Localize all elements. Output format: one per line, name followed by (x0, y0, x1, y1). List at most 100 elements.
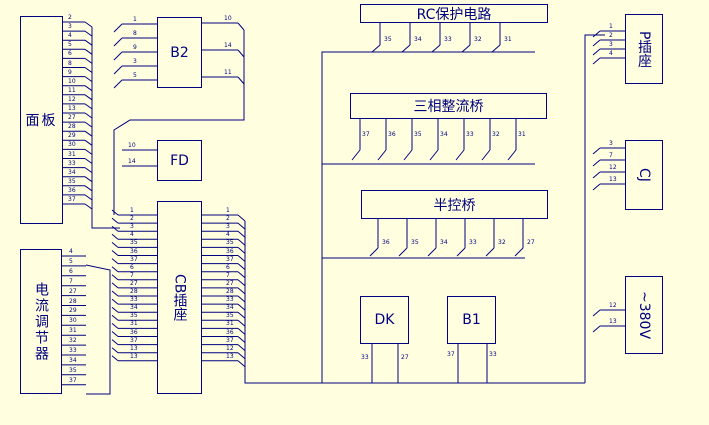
b1-pin: 37 (447, 351, 455, 358)
b2-left-pin: 5 (133, 72, 137, 79)
v380-pin: 12 (609, 302, 617, 309)
p-socket-pin: 4 (609, 50, 613, 57)
wire (111, 266, 119, 273)
cb-right-pin: 33 (226, 296, 234, 304)
wire (84, 194, 93, 201)
wire (401, 44, 411, 53)
cb-left-pin: 37 (130, 336, 138, 344)
cb-right-pin: 2 (226, 215, 230, 223)
wire (371, 44, 381, 53)
cb-right-pin: 35 (226, 239, 234, 247)
regulator-pin: 30 (69, 317, 77, 325)
panel-pin: 5 (68, 41, 72, 49)
panel-pin: 29 (68, 132, 76, 140)
wire (237, 214, 246, 222)
rectifier-pin: 33 (466, 131, 474, 138)
wire (84, 48, 93, 55)
regulator-pin: 34 (69, 356, 77, 364)
wire (84, 30, 93, 37)
wire (592, 183, 601, 191)
cb-right-pin: 27 (226, 279, 234, 287)
wiring (62, 21, 625, 395)
regulator-pin: 7 (69, 277, 73, 285)
regulator-pin: 29 (69, 307, 77, 315)
rc-pin: 32 (474, 36, 482, 43)
wire (237, 279, 246, 287)
cb-left-pin: 34 (130, 304, 138, 312)
cj-box: CJ (625, 140, 663, 210)
panel-pin: 9 (68, 68, 72, 76)
cb-right-pin: 1 (226, 207, 230, 214)
half-controlled-bridge-box: 半控桥 (361, 190, 548, 219)
cb-right-pin: 7 (226, 271, 230, 279)
wire (237, 22, 245, 31)
wire (84, 103, 93, 110)
wire (84, 57, 93, 64)
panel-pin: 8 (68, 59, 72, 67)
wire (237, 344, 246, 351)
regulator-pin: 35 (69, 366, 77, 374)
cb-socket-box: CB插座 (157, 201, 202, 394)
p-socket-pin: 2 (609, 32, 613, 39)
rc-pin: 34 (414, 36, 422, 43)
wire (111, 217, 119, 224)
wire (84, 67, 93, 73)
wire (237, 222, 246, 230)
b1-label: B1 (462, 312, 481, 328)
wire (111, 242, 119, 248)
wire (403, 149, 413, 161)
panel-pin: 30 (68, 141, 76, 149)
wire (113, 23, 123, 33)
cb-left-pin: 7 (130, 271, 134, 279)
cb-right-pin: 13 (226, 352, 234, 360)
wire (113, 37, 123, 47)
wire (237, 336, 246, 343)
dk-label: DK (374, 312, 395, 328)
wire (592, 159, 601, 167)
cj-pin: 3 (609, 140, 613, 147)
wire (592, 30, 601, 38)
panel-pin: 11 (68, 86, 76, 94)
regulator-pin: 27 (69, 287, 77, 295)
wire (592, 309, 601, 317)
b2-right-pin: 14 (224, 42, 232, 49)
wire (237, 319, 246, 327)
half-controlled-bridge-label: 半控桥 (433, 197, 476, 214)
wire (321, 51, 365, 383)
b2-label: B2 (170, 44, 189, 61)
wire (111, 233, 119, 240)
b1-box: B1 (447, 296, 496, 344)
wire (84, 185, 93, 192)
p-socket-pin: 1 (609, 23, 613, 30)
b2-right-pin: 10 (224, 15, 232, 22)
wire (84, 203, 93, 210)
wire (84, 85, 93, 92)
panel-pin: 27 (68, 114, 76, 122)
cb-left-pin: 36 (130, 247, 138, 255)
rc-pin: 33 (444, 36, 452, 43)
wire (84, 121, 93, 128)
wire (237, 360, 246, 368)
wire (111, 250, 119, 256)
cj-label: CJ (636, 168, 652, 182)
wire (237, 271, 246, 279)
panel-pin: 4 (68, 32, 72, 40)
rectifier-pin: 32 (492, 131, 500, 138)
wire (111, 282, 119, 289)
dk-pin: 33 (361, 354, 369, 361)
panel-pin: 31 (68, 150, 76, 158)
wire (237, 230, 246, 238)
cb-left-pin: 28 (130, 288, 138, 295)
wire (485, 247, 495, 257)
three-phase-rectifier-box: 三相整流桥 (350, 93, 547, 119)
wire (592, 57, 601, 65)
wire (592, 39, 601, 47)
wire (461, 44, 471, 53)
p-socket-label: P插座 (636, 30, 652, 68)
cb-left-pin: 36 (130, 328, 138, 336)
wire (592, 48, 601, 56)
wire (84, 94, 93, 101)
cb-left-pin: 2 (130, 215, 134, 223)
wire (111, 339, 119, 345)
